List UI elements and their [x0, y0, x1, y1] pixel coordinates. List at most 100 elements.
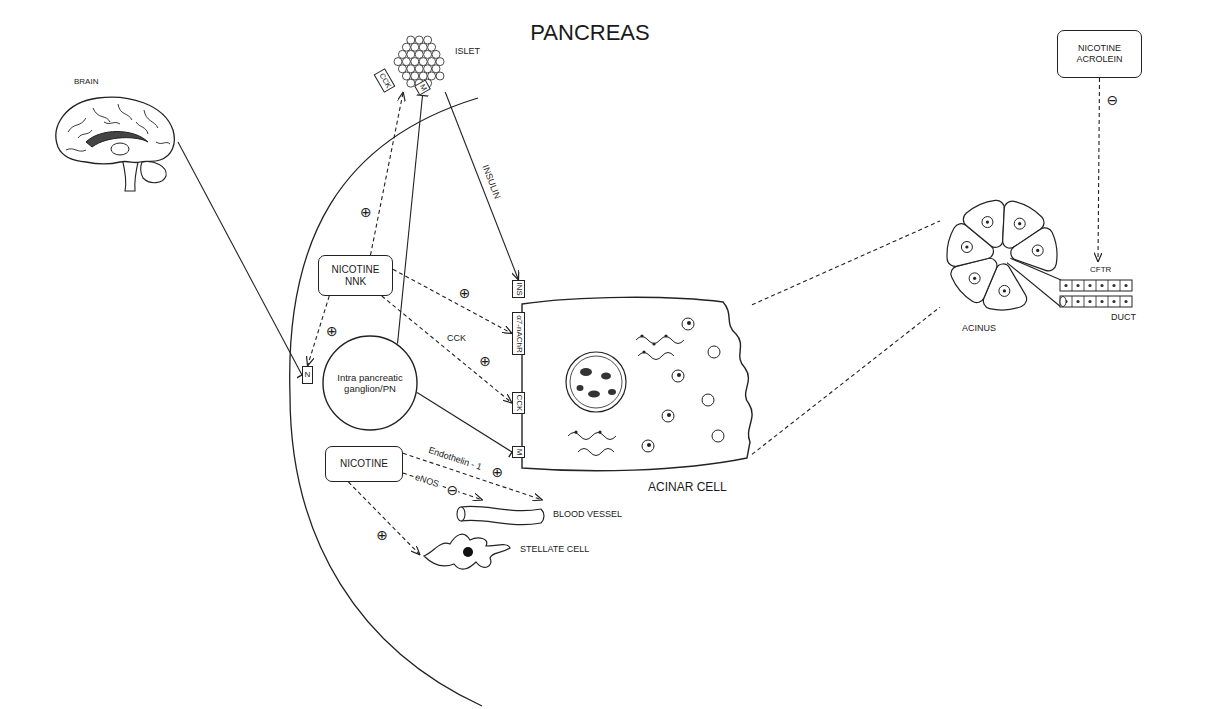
islet-cell [398, 50, 406, 58]
islet-cell [402, 72, 410, 80]
dashed-connector [403, 473, 483, 500]
cell-nucleolus [1036, 249, 1039, 252]
brain-gyrus [68, 118, 86, 132]
brain-gyrus [66, 149, 86, 151]
islet-cell [428, 72, 436, 80]
duct-cell-nucleus [1124, 300, 1127, 303]
effect-sign: ⊕ [360, 205, 372, 219]
figure-label: STELLATE CELL [520, 544, 589, 555]
receptor-box: M [512, 446, 525, 458]
receptor-box: CCK [374, 68, 396, 93]
node-outline [455, 500, 547, 528]
duct-cell-nucleus [1100, 300, 1103, 303]
endoplasmic-reticulum [568, 433, 616, 440]
solid-connector [398, 96, 423, 344]
node-text: NNK [345, 276, 366, 288]
effect-sign: ⊕ [376, 528, 388, 542]
duct-end [1060, 297, 1066, 307]
effect-sign: ⊕ [326, 324, 338, 338]
ribosome [652, 342, 655, 345]
lumen-wall [1010, 258, 1061, 280]
chromatin [608, 389, 616, 395]
effect-sign: ⊖ [1106, 93, 1118, 107]
zymogen-granule [702, 394, 714, 406]
ganglion-circle: Intra pancreatic ganglion/PN [322, 335, 418, 431]
islet-cell [436, 58, 444, 66]
stellate-outline [424, 534, 510, 569]
figure-label: DUCT [1111, 312, 1136, 323]
chromatin [601, 373, 611, 380]
cell-nucleus [982, 217, 993, 228]
islet-cell [415, 65, 423, 73]
dashed-connector [393, 269, 512, 333]
lumen-wall [1007, 263, 1061, 307]
stellate-nucleus [463, 547, 473, 557]
islet-cell [419, 43, 427, 51]
receptor-box: α7-nAChR [512, 312, 525, 355]
duct-cell-nucleus [1100, 284, 1103, 287]
solid-connector [417, 392, 512, 452]
cerebellum [141, 162, 167, 183]
receptor-label: N [305, 371, 311, 379]
node-outline [48, 92, 178, 192]
duct-cell-border [1108, 296, 1109, 307]
blood-vessel: BLOOD VESSEL [455, 500, 547, 528]
cell-nucleolus [986, 220, 989, 223]
islet-cell [394, 58, 402, 66]
duct-cell-border [1108, 280, 1109, 291]
node-text: NICOTINE [1078, 43, 1121, 54]
duct-cell-nucleus [1088, 300, 1091, 303]
node-outline [940, 195, 1065, 313]
cell-nucleus [961, 242, 972, 253]
islet-cell [407, 65, 415, 73]
brain-gyrus [136, 122, 148, 134]
acinus-figure: ACINUS [940, 195, 1065, 313]
ribosome [640, 334, 643, 337]
duct-wall [1060, 296, 1132, 307]
corpus-callosum [86, 132, 148, 148]
vessel-wall [461, 506, 541, 511]
islet-cell [419, 72, 427, 80]
ribosome [574, 430, 577, 433]
node-text: ACROLEIN [1076, 54, 1122, 65]
islet-cell [424, 65, 432, 73]
islet-cell [411, 58, 419, 66]
acinar-cell-wedge [963, 200, 1004, 247]
effect-sign: ⊕ [479, 354, 491, 368]
endoplasmic-reticulum [638, 353, 674, 360]
duct-cell-nucleus [1124, 284, 1127, 287]
islet-cell [424, 50, 432, 58]
zymogen-granule [708, 346, 720, 358]
islet-cell [428, 58, 436, 66]
duct-cell-nucleus [1112, 300, 1115, 303]
vessel-end [541, 509, 544, 523]
figure-label: BLOOD VESSEL [553, 509, 622, 520]
cell-nucleus [969, 273, 980, 284]
acinar-outline [522, 297, 752, 470]
node-outline [518, 296, 752, 472]
dashed-connector [752, 221, 940, 305]
duct-cell-border [1084, 280, 1085, 291]
acinar-cell: ACINAR CELLINSα7-nAChRCCKM [518, 296, 752, 472]
islet-cell [407, 50, 415, 58]
zymogen-granule [682, 318, 694, 330]
islet-cell [432, 65, 440, 73]
chromatin [580, 368, 592, 376]
agent-box: NICOTINE [325, 446, 403, 482]
acinar-cell-wedge [1011, 228, 1057, 271]
node-outline [420, 526, 512, 574]
duct-cell-nucleus [1064, 284, 1067, 287]
cell-nucleolus [1003, 289, 1006, 292]
endoplasmic-reticulum [636, 337, 684, 344]
figure-label: ACINUS [962, 323, 996, 334]
receptor-label: CCK [515, 395, 523, 412]
connector-label: INSULIN [480, 163, 502, 201]
brain-gyrus [118, 104, 132, 120]
duct-cell-nucleus [1076, 284, 1079, 287]
cell-nucleus [1032, 245, 1043, 256]
duct-cell-nucleus [1076, 300, 1079, 303]
connector-label: CCK [446, 333, 467, 342]
solid-connector [178, 142, 302, 375]
receptor-label: INS [515, 282, 523, 295]
